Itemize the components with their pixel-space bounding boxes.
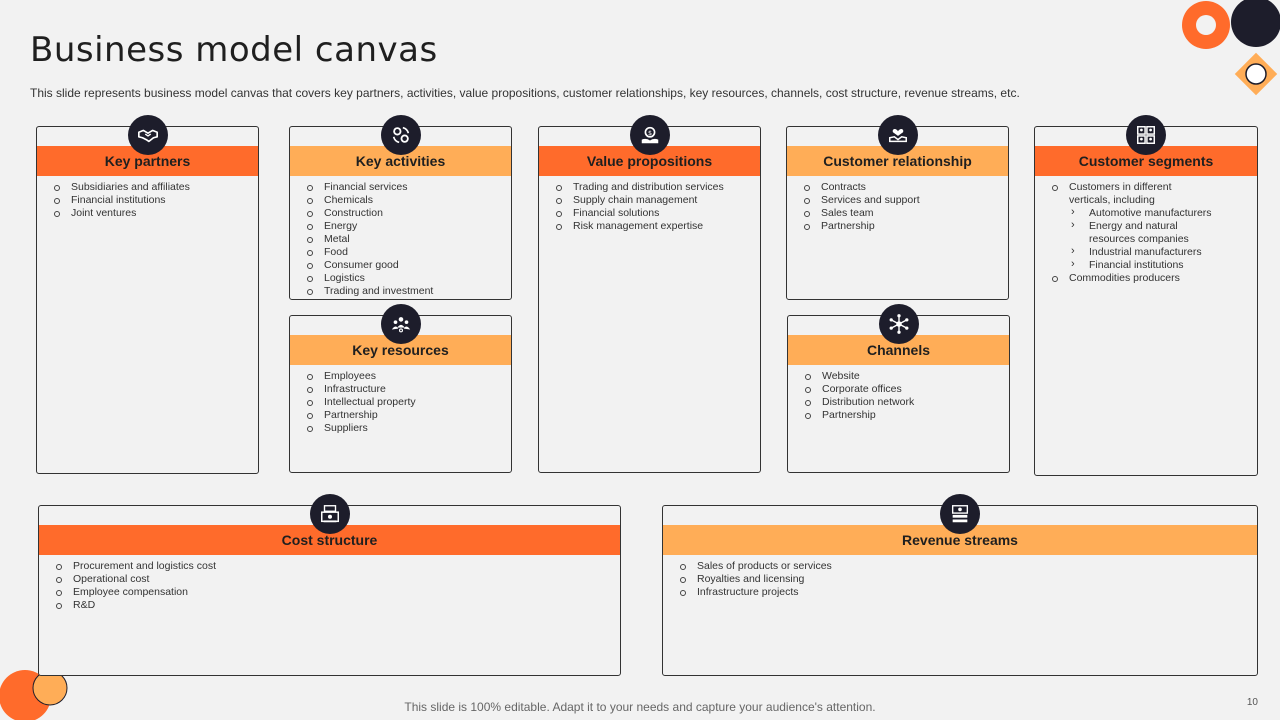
cost-structure-list: Procurement and logistics cost Operation… [55, 560, 612, 612]
channels-list: Website Corporate offices Distribution n… [804, 370, 1001, 422]
list-item: Food [306, 246, 503, 259]
value-propositions-list: Trading and distribution services Supply… [555, 181, 752, 233]
list-item: Joint ventures [53, 207, 250, 220]
card-customer-segments: Customer segments Customers in different… [1034, 115, 1258, 476]
list-item: Trading and distribution services [555, 181, 752, 194]
list-item: Financial solutions [555, 207, 752, 220]
handshake-icon [127, 115, 168, 155]
handshake-heart-icon [877, 115, 918, 155]
card-channels: Channels Website Corporate offices Distr… [787, 304, 1010, 473]
list-item: Trading and investment [306, 285, 503, 298]
list-item: Logistics [306, 272, 503, 285]
list-item: Distribution network [804, 396, 1001, 409]
list-item: Royalties and licensing [679, 573, 1249, 586]
cash-register-icon [309, 494, 350, 534]
card-key-resources: Key resources Employees Infrastructure I… [289, 304, 512, 473]
list-item: Services and support [803, 194, 1000, 207]
revenue-streams-list: Sales of products or services Royalties … [679, 560, 1249, 599]
grid-people-icon [1126, 115, 1166, 155]
list-subitem-continued: resources companies [1089, 233, 1189, 245]
page-subtitle: This slide represents business model can… [30, 86, 1020, 100]
card-customer-relationship: Customer relationship Contracts Services… [786, 115, 1009, 300]
list-item-continued: verticals, including [1069, 194, 1155, 206]
list-item: Energy [306, 220, 503, 233]
card-key-partners: Key partners Subsidiaries and affiliates… [36, 115, 259, 474]
list-item: Partnership [306, 409, 503, 422]
list-item: Website [804, 370, 1001, 383]
gears-cycle-icon [380, 115, 421, 155]
page-number: 10 [1246, 697, 1258, 708]
decorative-shapes-bottom-left [0, 670, 68, 720]
list-item: Procurement and logistics cost [55, 560, 612, 573]
card-value-propositions: $ Value propositions Trading and distrib… [538, 115, 761, 473]
list-item: Infrastructure projects [679, 586, 1249, 599]
list-item: Consumer good [306, 259, 503, 272]
list-item: Risk management expertise [555, 220, 752, 233]
list-item: Corporate offices [804, 383, 1001, 396]
list-item: Customers in different [1051, 181, 1249, 194]
decorative-shapes-top-right [1182, 0, 1280, 96]
list-subitem: Industrial manufacturers [1051, 245, 1249, 259]
list-item: Partnership [803, 220, 1000, 233]
list-item: Operational cost [55, 573, 612, 586]
svg-text:$: $ [647, 129, 651, 137]
card-revenue-streams: Revenue streams Sales of products or ser… [662, 494, 1258, 676]
key-partners-list: Subsidiaries and affiliates Financial in… [53, 181, 250, 220]
list-item: Employee compensation [55, 586, 612, 599]
list-item: Infrastructure [306, 383, 503, 396]
list-item: Sales team [803, 207, 1000, 220]
list-item: Partnership [804, 409, 1001, 422]
list-item: Financial institutions [53, 194, 250, 207]
card-title: Value propositions [539, 146, 760, 176]
list-subitem: Financial institutions [1051, 258, 1249, 272]
team-icon [380, 304, 421, 344]
card-cost-structure: Cost structure Procurement and logistics… [38, 494, 621, 676]
key-resources-list: Employees Infrastructure Intellectual pr… [306, 370, 503, 435]
list-item: Sales of products or services [679, 560, 1249, 573]
customer-relationship-list: Contracts Services and support Sales tea… [803, 181, 1000, 233]
list-item: Contracts [803, 181, 1000, 194]
list-item: Intellectual property [306, 396, 503, 409]
customer-segments-list: Customers in different verticals, includ… [1051, 181, 1249, 285]
list-item: R&D [55, 599, 612, 612]
list-item: Financial services [306, 181, 503, 194]
footer-note: This slide is 100% editable. Adapt it to… [404, 700, 876, 714]
list-item: Metal [306, 233, 503, 246]
list-subitem: Energy and natural [1051, 219, 1249, 233]
list-item: Subsidiaries and affiliates [53, 181, 250, 194]
key-activities-list: Financial services Chemicals Constructio… [306, 181, 503, 298]
list-item: Supply chain management [555, 194, 752, 207]
network-icon [878, 304, 919, 344]
list-item: Chemicals [306, 194, 503, 207]
list-item: Construction [306, 207, 503, 220]
list-item: Suppliers [306, 422, 503, 435]
list-subitem: Automotive manufacturers [1051, 206, 1249, 220]
list-item: Employees [306, 370, 503, 383]
money-stack-icon [940, 494, 980, 534]
list-item: Commodities producers [1051, 272, 1249, 285]
money-hand-icon: $ [629, 115, 670, 155]
page-title: Business model canvas [30, 30, 438, 70]
card-key-activities: Key activities Financial services Chemic… [289, 115, 512, 300]
